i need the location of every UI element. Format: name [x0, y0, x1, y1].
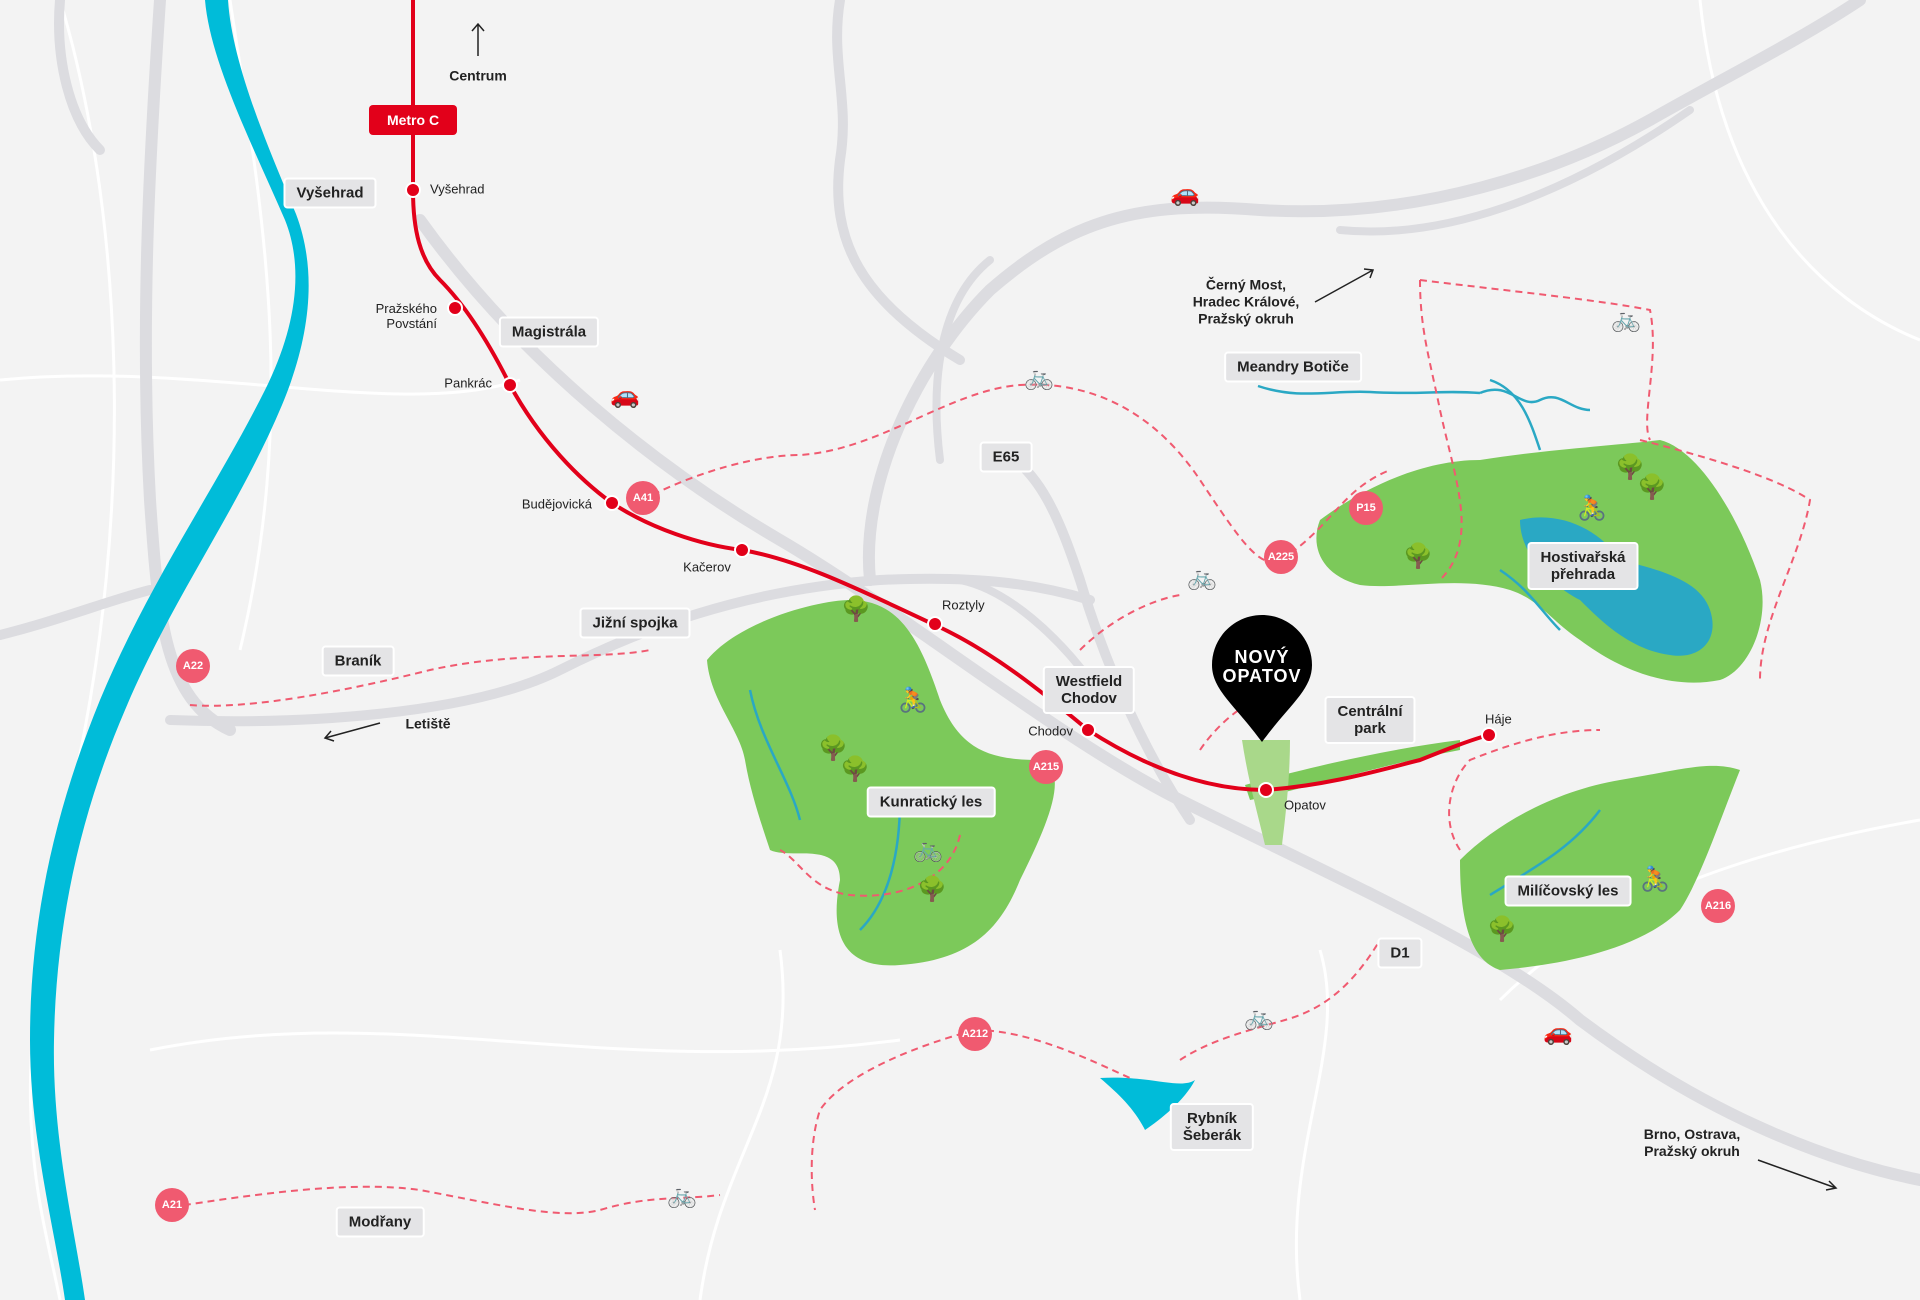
station-dot [927, 616, 943, 632]
route-badge: A41 [626, 481, 660, 515]
cyclist-icon: 🚴 [1577, 495, 1607, 522]
metro-stations [405, 182, 1497, 798]
station-label: Háje [1485, 711, 1512, 727]
novy-opatov-pin[interactable] [1212, 615, 1312, 742]
station-dot [734, 542, 750, 558]
place-kunraticky-les: Kunratický les [866, 786, 996, 818]
bicycle-icon: 🚲 [913, 836, 943, 863]
vltava-river [30, 0, 309, 1300]
station-dot [1258, 782, 1274, 798]
route-badge: A216 [1701, 889, 1735, 923]
kunraticky-les-area [707, 600, 1055, 966]
direction-northeast: Černý Most, Hradec Králové, Pražský okru… [1192, 276, 1300, 327]
road-e65: E65 [979, 441, 1033, 473]
road-d1: D1 [1377, 937, 1423, 969]
station-label: Roztyly [942, 597, 985, 613]
main-roads [0, 0, 1920, 1186]
car-icon: 🚗 [1170, 180, 1200, 207]
cyclist-icon: 🚴 [898, 687, 928, 714]
route-badge: A22 [176, 649, 210, 683]
place-vysehrad: Vyšehrad [283, 177, 377, 209]
place-meandry-botice: Meandry Botiče [1224, 351, 1362, 383]
station-label: Budějovická [521, 496, 592, 512]
metro-c-label: Metro C [369, 105, 457, 135]
route-badge: A21 [155, 1188, 189, 1222]
station-label: Chodov [1028, 723, 1073, 739]
tree-icon: 🌳 [1403, 543, 1433, 570]
tree-icon: 🌳 [841, 596, 871, 623]
bicycle-icon: 🚲 [1024, 364, 1054, 391]
place-rybnik-seberak: Rybník Šeberák [1169, 1103, 1255, 1151]
bicycle-icon: 🚲 [1187, 564, 1217, 591]
route-badge: P15 [1349, 491, 1383, 525]
place-jizni-spojka: Jižní spojka [579, 607, 691, 639]
station-dot [502, 377, 518, 393]
route-badge: A212 [958, 1017, 992, 1051]
tree-icon: 🌳 [1637, 474, 1667, 501]
car-icon: 🚗 [610, 382, 640, 409]
direction-arrows [323, 22, 1838, 1191]
place-milicovsky-les: Milíčovský les [1504, 875, 1632, 907]
station-label: Kačerov [683, 559, 731, 575]
place-hostivarska-prehrada: Hostivařská přehrada [1527, 542, 1639, 590]
novy-opatov-logo: NOVÝ OPATOV [1222, 647, 1302, 686]
place-modrany: Modřany [335, 1206, 425, 1238]
station-dot [1080, 722, 1096, 738]
direction-airport: Letiště [405, 715, 451, 732]
milicovsky-les-area [1460, 765, 1740, 970]
station-dot [447, 300, 463, 316]
place-magistrala: Magistrála [498, 316, 600, 348]
tree-icon: 🌳 [1487, 916, 1517, 943]
station-dot [604, 495, 620, 511]
station-dot [405, 182, 421, 198]
streams [748, 378, 1601, 931]
tree-icon: 🌳 [917, 876, 947, 903]
bicycle-icon: 🚲 [1611, 306, 1641, 333]
route-badge: A215 [1029, 750, 1063, 784]
place-branik: Braník [321, 645, 395, 677]
place-westfield-chodov: Westfield Chodov [1042, 666, 1136, 714]
station-label: Opatov [1284, 797, 1326, 813]
station-label: Pankrác [444, 375, 492, 391]
route-badge: A225 [1264, 540, 1298, 574]
metro-line-c [411, 0, 1491, 793]
rybnik-seberak [1100, 1077, 1195, 1130]
cyclist-icon: 🚴 [1640, 866, 1670, 893]
station-label: Vyšehrad [430, 181, 485, 197]
tree-icon: 🌳 [1615, 454, 1645, 481]
tree-icon: 🌳 [818, 735, 848, 762]
car-icon: 🚗 [1543, 1019, 1573, 1046]
direction-southeast: Brno, Ostrava, Pražský okruh [1643, 1126, 1741, 1159]
bicycle-icon: 🚲 [667, 1182, 697, 1209]
direction-centrum: Centrum [449, 67, 507, 84]
place-centralni-park: Centrální park [1324, 696, 1416, 744]
bicycle-icon: 🚲 [1244, 1004, 1274, 1031]
station-label: Pražského Povstání [375, 301, 437, 331]
tree-icon: 🌳 [840, 756, 870, 783]
station-dot [1481, 727, 1497, 743]
